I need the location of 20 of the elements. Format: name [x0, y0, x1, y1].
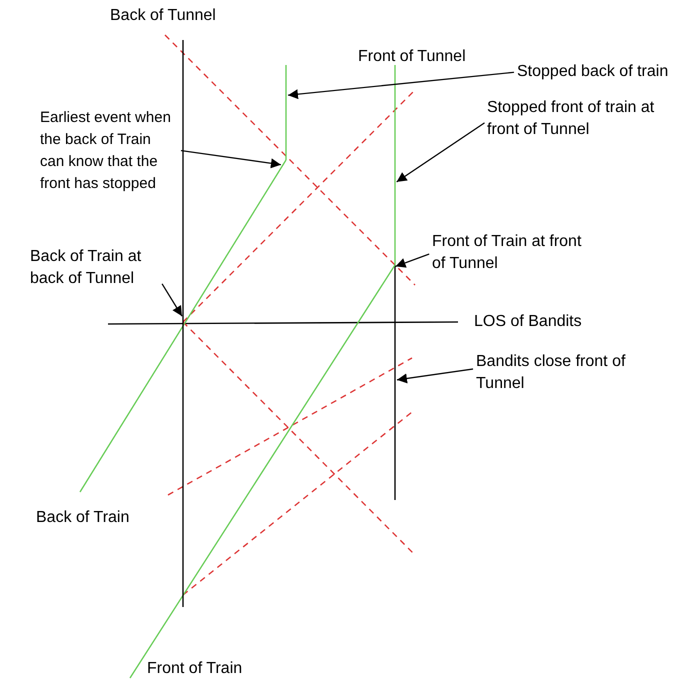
- annotation-text: Front of Train at front of Tunnel: [432, 231, 582, 275]
- annotation-text: Stopped back of train: [517, 61, 668, 83]
- line-label: LOS of Bandits: [474, 312, 582, 332]
- train-label: Back of Train: [36, 508, 130, 528]
- train-label: Front of Train: [147, 659, 242, 679]
- annotation-text: Earliest event when the back of Train can know that the front has stopped: [40, 107, 178, 195]
- annotation-text: Stopped front of train at front of Tunnel: [487, 97, 657, 141]
- worldline: [285, 65, 287, 160]
- leader-line: [395, 253, 430, 268]
- leader-line: [180, 150, 282, 168]
- leader-line: [396, 122, 485, 182]
- leader-line: [396, 368, 474, 384]
- annotation-text: Bandits close front of Tunnel: [476, 351, 646, 395]
- worldline: [394, 65, 396, 265]
- tunnel-label: Front of Tunnel: [358, 47, 466, 67]
- worldline: [182, 40, 184, 607]
- leader-line: [288, 72, 514, 100]
- leader-line: [162, 283, 182, 316]
- tunnel-label: Back of Tunnel: [110, 6, 216, 26]
- annotation-text: Back of Train at back of Tunnel: [30, 246, 175, 290]
